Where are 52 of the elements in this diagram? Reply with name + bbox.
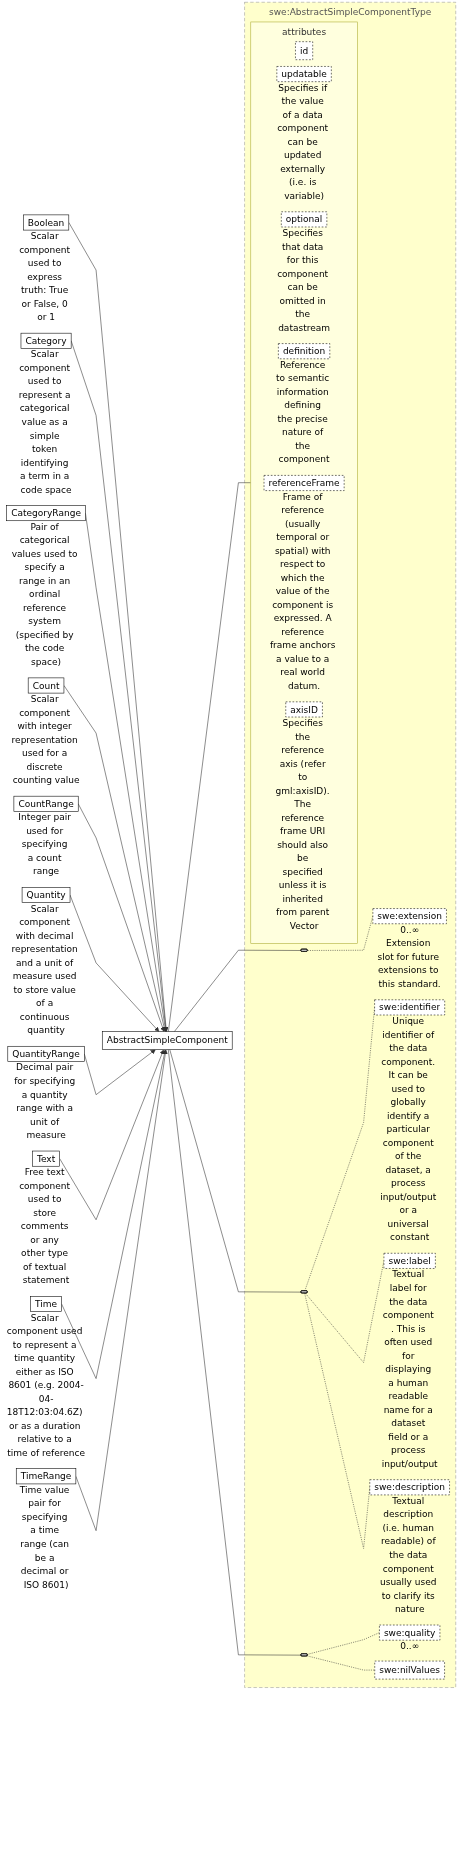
node-label: Integer pair used for specifying a count range	[18, 811, 71, 877]
node-label: Scalar component used to represent a time quantity either as ISO 8601 (e.g. 2004-04-18T12:03:04.6Z) or as a duration relative to a time of reference	[6, 1312, 85, 1459]
node-box: AbstractSimpleComponent	[102, 1031, 233, 1050]
node-label: Scalar component with integer representation used for a discrete counting value	[11, 693, 80, 786]
node-box: updatable	[276, 66, 332, 82]
node-label: Specifies that data for this component can be omitted in the datastream	[277, 227, 331, 333]
node-box: CategoryRange	[6, 505, 86, 521]
node-box: CountRange	[13, 795, 79, 812]
node-label: Extension slot for future extensions to this standard.	[377, 937, 441, 990]
node-box: Quantity	[21, 887, 71, 903]
node-box: referenceFrame	[263, 475, 345, 491]
node-box: TimeRange	[15, 1468, 77, 1485]
node-label: Specifies the reference axis (refer to gml:axisID). The reference frame URI should also be specified unless it is inherited from parent Vector	[275, 717, 330, 932]
connector	[304, 1293, 371, 1549]
node-label: Pair of categorical values used to specify a range in an ordinal reference system (specified by the code space)	[11, 521, 78, 668]
node-label: Specifies if the value of a data component can be updated externally (i.e. is variable)	[277, 82, 329, 202]
node-box: Boolean	[23, 214, 70, 231]
node-box: axisID	[285, 701, 323, 718]
node-label: Textual description (i.e. human readable) of the data component usually used to clarify its nature	[379, 1495, 437, 1615]
node-box: swe:nilValues	[374, 1660, 445, 1680]
connector	[307, 1632, 380, 1655]
node-box: swe:label	[383, 1253, 436, 1269]
node-box: Count	[27, 677, 65, 694]
node-label: Time value pair for specifying a time range (can be a decimal or ISO 8601)	[19, 1484, 70, 1590]
connector	[168, 482, 252, 1032]
connector	[174, 949, 302, 1032]
node-label: Decimal pair for specifying a quantity range with a unit of measure	[14, 1062, 76, 1141]
node-box: id	[295, 41, 313, 60]
connector	[169, 1049, 302, 1293]
node-label: Scalar component with decimal representation and a unit of measure used to store value of a continuous quantity	[11, 903, 78, 1036]
node-label: Textual label for the data component . This is often used for displaying a human readable name for a dataset field or a process input/output	[381, 1269, 438, 1469]
connector	[305, 1260, 385, 1363]
node-label: Unique identifier of the data component. It can be used to globally identify a particular component of the dataset, a process input/output or a universal constant	[380, 1015, 437, 1243]
node-box: swe:extension	[372, 908, 447, 925]
node-box: definition	[278, 343, 331, 360]
node-label: Frame of reference (usually temporal or spatial) with respect to which the value of the component is expressed. A reference frame anchors a value to a real world datum.	[269, 491, 336, 692]
node-box: Text	[32, 1150, 60, 1167]
node-box: swe:description	[369, 1479, 450, 1496]
node-box: swe:identifier	[374, 999, 445, 1016]
node-label: 0..∞	[400, 924, 420, 936]
node-label: Scalar component used to express truth: True or False, 0 or 1	[19, 230, 71, 323]
connector	[168, 1049, 302, 1656]
node-box: optional	[281, 211, 328, 228]
node-box: swe:quality	[379, 1624, 441, 1641]
node-box: QuantityRange	[7, 1046, 85, 1062]
node-label: Free text component used to store comments or any other type of textual statement	[19, 1166, 71, 1286]
node-label: 0..∞	[400, 1640, 420, 1652]
connector	[304, 1007, 375, 1292]
node-box: Time	[30, 1296, 62, 1312]
node-label: Reference to semantic information defining the precise nature of the component	[276, 359, 330, 465]
node-label: Scalar component used to represent a categorical value as a simple token identifying a term in a code space	[18, 348, 72, 495]
node-box: Category	[20, 332, 72, 349]
